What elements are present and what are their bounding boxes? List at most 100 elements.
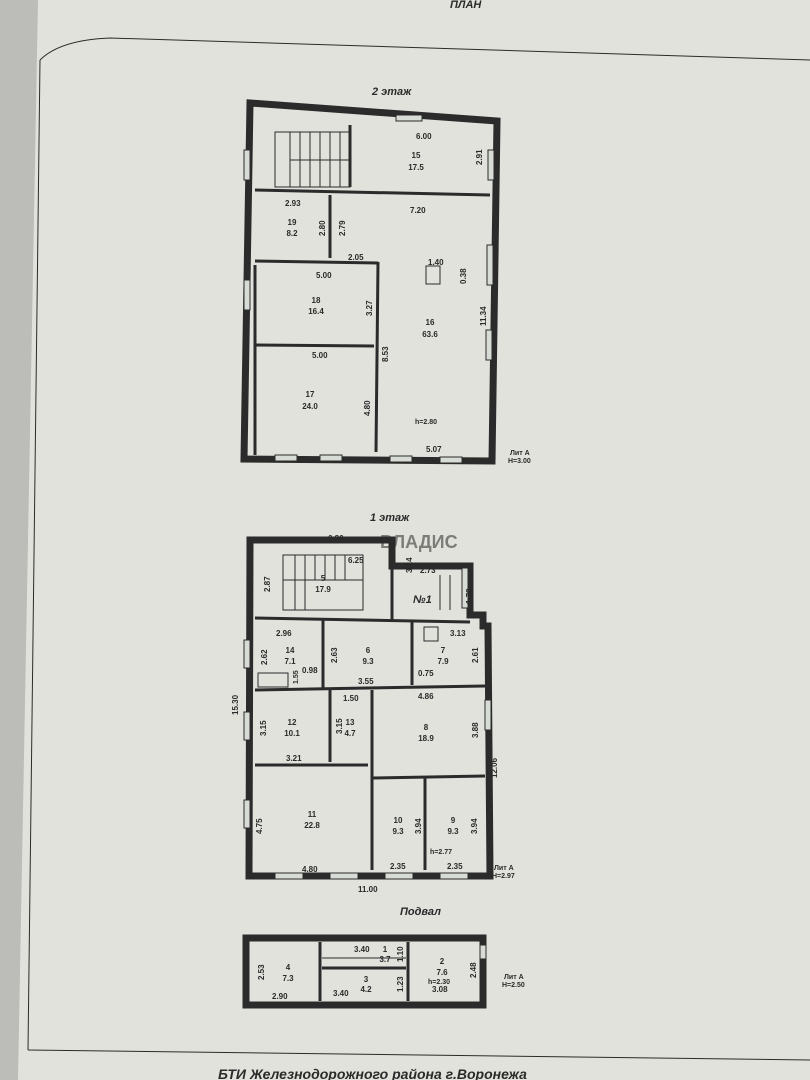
window <box>243 711 251 741</box>
dimension: 2.35 <box>447 862 463 871</box>
dimension: 4.75 <box>255 818 264 834</box>
floor-1-plan: 1 этаж <box>231 512 515 894</box>
frame-left <box>27 59 41 1051</box>
inner-wall <box>254 343 375 348</box>
window <box>484 699 492 731</box>
bathtub <box>257 672 289 688</box>
svg-text:7.9: 7.9 <box>437 657 449 666</box>
svg-text:7.3: 7.3 <box>282 974 294 983</box>
room-19: 19 8.2 <box>286 218 298 238</box>
window <box>243 799 251 829</box>
dimension: 2.87 <box>263 576 272 592</box>
watermark: ВЛАДИС <box>380 532 458 552</box>
room-8: 8 18.9 <box>418 723 434 743</box>
dimension: 2.48 <box>469 962 478 978</box>
svg-text:16: 16 <box>426 318 435 327</box>
dimension: 3.40 <box>354 945 370 954</box>
svg-text:1: 1 <box>383 945 388 954</box>
dimension: 5.07 <box>426 445 442 454</box>
room-5: 5 17.9 <box>315 574 331 594</box>
outer-height: H=2.50 <box>502 982 525 989</box>
room-10: 10 9.3 <box>392 816 404 836</box>
dimension: 4.80 <box>363 400 372 416</box>
window <box>274 872 304 880</box>
dimension: 3.24 <box>405 557 414 573</box>
dimension: 3.40 <box>333 989 349 998</box>
ceiling-height: h=2.77 <box>430 849 452 856</box>
dimension: 2.93 <box>285 199 301 208</box>
room-11: 11 22.8 <box>304 810 320 830</box>
binding-shadow <box>0 0 40 1080</box>
window <box>243 149 251 181</box>
dimension: 3.15 <box>335 718 344 734</box>
window <box>439 456 463 464</box>
dimension: 1.40 <box>428 258 444 267</box>
dimension: 2.79 <box>338 220 347 236</box>
lit-label: Лит А <box>510 450 530 457</box>
dimension: 2.05 <box>348 253 364 262</box>
svg-text:3.7: 3.7 <box>379 955 391 964</box>
svg-text:12: 12 <box>288 718 297 727</box>
inner-wall <box>374 261 380 453</box>
dimension: 11.00 <box>358 885 378 894</box>
dimension: 0.98 <box>302 666 318 675</box>
svg-text:19: 19 <box>288 218 297 227</box>
window <box>461 567 469 609</box>
basement-outer-wall <box>242 934 487 1009</box>
dimension: 4.86 <box>418 692 434 701</box>
room-13: 13 4.7 <box>344 718 356 738</box>
dimension: 3.15 <box>259 720 268 736</box>
basement-label: Подвал <box>400 906 441 918</box>
svg-text:4: 4 <box>286 963 291 972</box>
svg-text:4.2: 4.2 <box>360 985 372 994</box>
window <box>487 149 495 181</box>
dimension: 2.63 <box>330 647 339 663</box>
outer-height: H=3.00 <box>508 458 531 465</box>
entrance-number: №1 <box>413 594 432 606</box>
dimension: 11.34 <box>479 306 488 326</box>
svg-text:17: 17 <box>306 390 315 399</box>
dimension: 6.86 <box>328 534 344 543</box>
room-6: 6 9.3 <box>362 646 374 666</box>
frame-top <box>39 37 810 61</box>
dimension: 3.88 <box>471 722 480 738</box>
window <box>319 454 343 462</box>
dimension: 1.23 <box>396 976 405 992</box>
room-15: 15 17.5 <box>408 151 424 172</box>
svg-text:18: 18 <box>312 296 321 305</box>
dimension: 12.06 <box>490 757 499 778</box>
svg-text:24.0: 24.0 <box>302 402 318 411</box>
dimension: 2.91 <box>475 149 484 165</box>
dimension: 5.00 <box>312 351 328 360</box>
svg-text:11: 11 <box>308 810 317 819</box>
basement-plan: Подвал 4 7.3 1 3.7 3 4.2 2 7.6 3.40 1.10… <box>242 906 525 1009</box>
window <box>486 244 494 286</box>
dimension: 15.30 <box>231 694 240 715</box>
dimension: 6.25 <box>348 556 364 565</box>
dimension: 1.55 <box>293 670 300 684</box>
dimension: 2.35 <box>390 862 406 871</box>
svg-text:9: 9 <box>451 816 456 825</box>
lit-label: Лит А <box>504 974 524 981</box>
window <box>395 114 423 122</box>
svg-text:17.9: 17.9 <box>315 585 331 594</box>
dimension: 1.78 <box>465 588 474 604</box>
chimney <box>425 265 441 285</box>
window <box>243 639 251 669</box>
staircase <box>282 554 451 611</box>
svg-text:9.3: 9.3 <box>392 827 404 836</box>
room-18: 18 16.4 <box>308 296 324 316</box>
dimension: 7.20 <box>410 206 426 215</box>
inner-wall <box>254 616 471 624</box>
dimension: 2.61 <box>471 647 480 663</box>
stove <box>423 626 439 642</box>
page-sheet <box>18 0 810 1080</box>
dimension: 3.27 <box>365 300 374 316</box>
lit-label: Лит А <box>494 865 514 872</box>
ceiling-height: h=2.30 <box>428 979 450 986</box>
ceiling-height: h=2.80 <box>415 419 437 426</box>
dimension: 3.94 <box>414 818 423 834</box>
room-17: 17 24.0 <box>302 390 318 411</box>
svg-text:10: 10 <box>394 816 403 825</box>
dimension: 3.55 <box>358 677 374 686</box>
